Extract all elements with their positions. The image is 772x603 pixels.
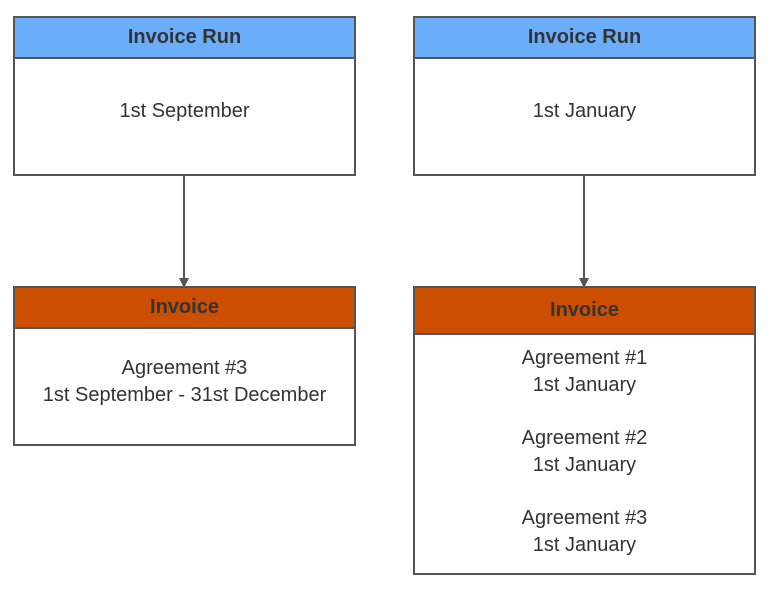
right-invoice-run-body: 1st January — [415, 59, 754, 174]
right-invoice-agreement-entry: Agreement #2 1st January — [522, 425, 648, 479]
left-invoice-run-body: 1st September — [15, 59, 354, 174]
left-invoice-title: Invoice — [150, 296, 219, 318]
left-invoice-run-date: 1st September — [119, 100, 250, 122]
agreement-name: Agreement #1 — [521, 347, 648, 369]
agreement-period: 1st January — [532, 534, 637, 556]
agreement-period: 1st January — [532, 374, 637, 396]
left-invoice-run-box: Invoice Run 1st September — [13, 16, 356, 176]
right-invoice-title: Invoice — [550, 299, 619, 321]
right-invoice-run-date: 1st January — [532, 100, 637, 122]
right-invoice-run-title: Invoice Run — [527, 26, 642, 48]
left-invoice-header: Invoice — [15, 288, 354, 329]
left-invoice-run-header: Invoice Run — [15, 18, 354, 59]
left-invoice-agreement-entry: Agreement #3 1st September - 31st Decemb… — [43, 355, 326, 409]
agreement-name: Agreement #3 — [521, 507, 648, 529]
right-invoice-header: Invoice — [415, 288, 754, 335]
right-invoice-agreement-entry: Agreement #3 1st January — [522, 505, 648, 559]
agreement-name: Agreement #2 — [521, 427, 648, 449]
right-invoice-run-header: Invoice Run — [415, 18, 754, 59]
left-invoice-body: Agreement #3 1st September - 31st Decemb… — [15, 329, 354, 444]
left-invoice-run-title: Invoice Run — [127, 26, 242, 48]
agreement-period: 1st January — [532, 454, 637, 476]
right-invoice-run-box: Invoice Run 1st January — [413, 16, 756, 176]
right-invoice-box: Invoice Agreement #1 1st January Agreeme… — [413, 286, 756, 575]
agreement-period: 1st September - 31st December — [42, 383, 327, 406]
left-invoice-box: Invoice Agreement #3 1st September - 31s… — [13, 286, 356, 446]
right-invoice-agreement-entry: Agreement #1 1st January — [522, 345, 648, 399]
right-invoice-body: Agreement #1 1st January Agreement #2 1s… — [415, 335, 754, 573]
agreement-name: Agreement #3 — [121, 356, 248, 379]
